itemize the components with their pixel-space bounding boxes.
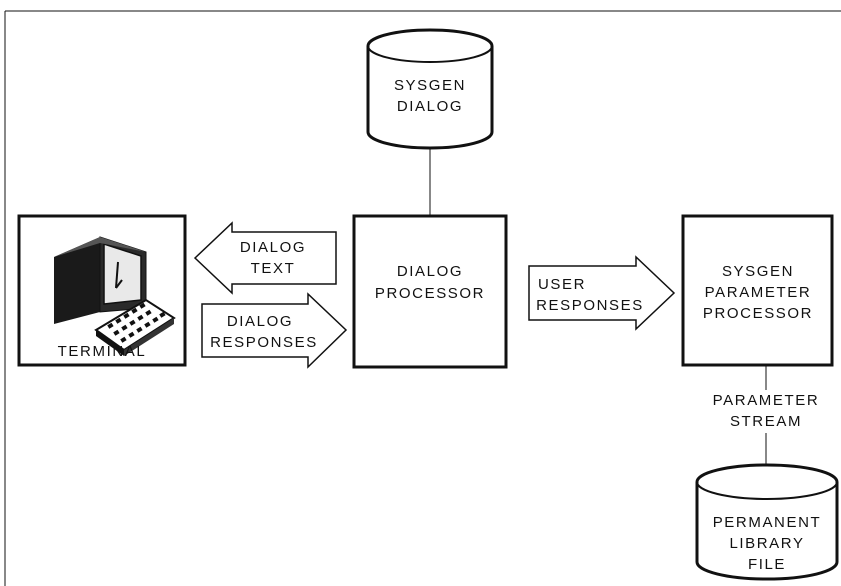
sysgen-parameter-processor-label-line3: PROCESSOR xyxy=(703,305,813,322)
dialog-responses-label-line2: RESPONSES xyxy=(210,334,318,351)
parameter-stream-label-line2: STREAM xyxy=(730,413,802,430)
user-responses-label-line2: RESPONSES xyxy=(536,297,644,314)
sysgen-parameter-processor-label-line2: PARAMETER xyxy=(705,284,812,301)
library-file-cylinder-rim xyxy=(696,481,838,500)
dialog-responses-label-line1: DIALOG xyxy=(227,313,293,330)
dialog-text-arrow: DIALOG TEXT xyxy=(193,221,337,295)
user-responses-label-line1: USER xyxy=(538,276,586,293)
user-responses-arrow: USER RESPONSES xyxy=(528,255,676,331)
terminal-label: TERMINAL xyxy=(58,343,147,360)
right-arrow-icon xyxy=(201,292,348,369)
dialog-processor-box: DIALOG PROCESSOR xyxy=(352,214,508,369)
dialog-processor-label-line2: PROCESSOR xyxy=(375,285,485,302)
dialog-processor-label-line1: DIALOG xyxy=(397,263,463,280)
library-file-cylinder-icon xyxy=(695,463,839,581)
dialog-text-label-line1: DIALOG xyxy=(240,239,306,256)
permanent-library-file-label-line2: LIBRARY xyxy=(729,535,804,552)
dialog-processor-frame xyxy=(352,214,508,369)
left-arrow-icon xyxy=(193,221,337,295)
terminal-icon xyxy=(54,236,176,356)
permanent-library-file: PERMANENT LIBRARY FILE xyxy=(695,463,839,581)
sysgen-dialog-cylinder-rim xyxy=(367,45,493,63)
sysgen-parameter-processor-box: SYSGEN PARAMETER PROCESSOR xyxy=(681,214,834,367)
terminal-box: TERMINAL xyxy=(17,214,187,367)
sysgen-dialog-label-line2: DIALOG xyxy=(397,98,463,115)
sysgen-parameter-processor-frame xyxy=(681,214,834,367)
permanent-library-file-label-line1: PERMANENT xyxy=(713,514,822,531)
dialog-responses-arrow: DIALOG RESPONSES xyxy=(201,292,348,369)
sysgen-dialog-file: SYSGEN DIALOG xyxy=(366,28,494,150)
sysgen-parameter-processor-label-line1: SYSGEN xyxy=(722,263,794,280)
parameter-stream-label-line1: PARAMETER xyxy=(713,392,820,409)
dialog-text-label-line2: TEXT xyxy=(251,260,296,277)
right-arrow-icon xyxy=(528,255,676,331)
sysgen-dialog-label-line1: SYSGEN xyxy=(394,77,466,94)
permanent-library-file-label-line3: FILE xyxy=(748,556,786,573)
